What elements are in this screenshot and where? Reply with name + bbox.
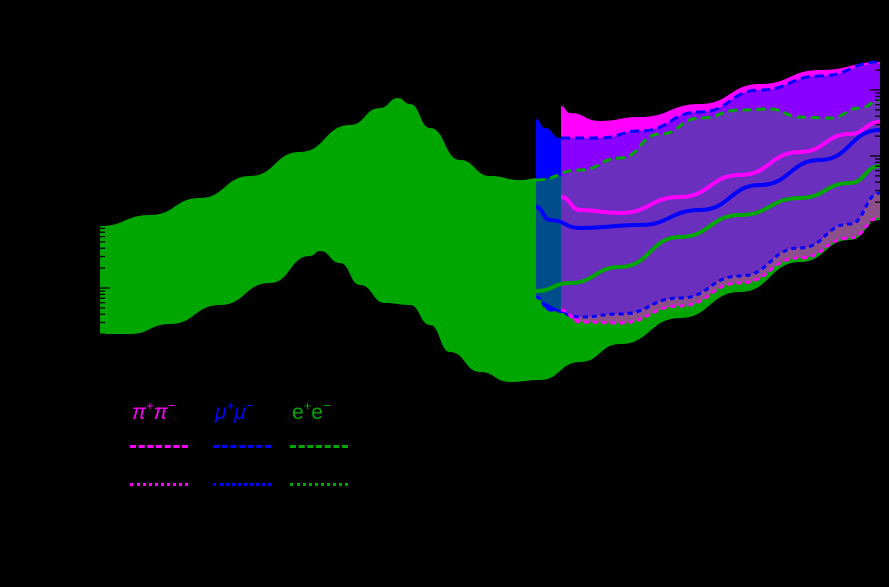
pi-pi-central-line [560,120,881,216]
legend-entry-mumu: μ+μ− [211,396,281,496]
legend-entry-pipi: π+π− [128,396,198,496]
legend-short-dash-mumu [213,483,271,486]
legend-long-dash-pipi [130,445,188,448]
legend-long-dash-ee [290,445,348,448]
e-e-central-line [535,164,881,293]
overlap-magenta-blue [561,64,880,176]
overlap-purple [561,64,880,317]
legend-short-dash-ee [290,483,348,486]
legend-label-pipi: π+π− [132,398,176,424]
axis-ticks [100,23,880,355]
mu-mu-central-line [535,128,881,231]
uncertainty-bands [100,62,880,382]
legend: π+π− μ+μ− e+e− [128,396,368,496]
legend-label-ee: e+e− [292,398,331,424]
mu-mu-long-dash-line [561,60,881,140]
curves [535,60,881,325]
mu-mu-short-dash-line [535,191,881,319]
legend-short-dash-pipi [130,483,188,486]
legend-long-dash-mumu [213,445,271,448]
legend-entry-ee: e+e− [288,396,358,496]
legend-label-mumu: μ+μ− [215,398,254,424]
pi-pi-short-dash-line [560,216,881,325]
e-e-long-dash-line [535,98,881,182]
